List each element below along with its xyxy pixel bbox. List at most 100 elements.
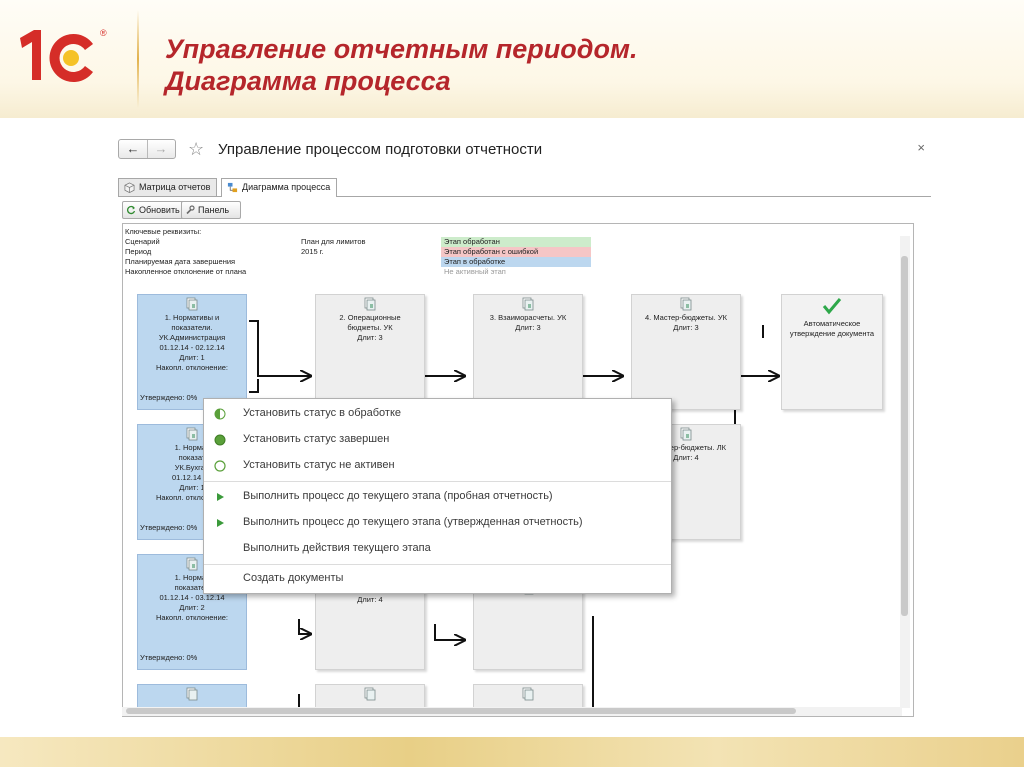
document-icon <box>522 687 534 701</box>
key-prop-value-scenario: План для лимитов <box>301 237 366 246</box>
stage-2-line-1: 2. Операционные <box>339 313 401 322</box>
key-prop-label-period: Период <box>125 247 152 256</box>
menu-set-status-inactive-label: Установить статус не активен <box>243 459 395 471</box>
stage-1-line-5: Длит: 1 <box>179 353 205 362</box>
slide-title-line2: Диаграмма процесса <box>165 66 451 96</box>
menu-create-documents-label: Создать документы <box>243 572 344 584</box>
key-prop-label-deviation: Накопленное отклонение от плана <box>125 267 247 276</box>
stage-4-line-2: Длит: 3 <box>673 323 699 332</box>
connector-1-2 <box>249 320 310 376</box>
stage-5-auto-approve[interactable]: Автоматическое утверждение документа <box>781 294 883 410</box>
stage-r2-line-6: Накопл. отклонение: <box>155 493 229 502</box>
stage-2-line-2: бюджеты. УК <box>347 323 393 332</box>
settings-panel-button[interactable]: Панель настроек <box>181 201 241 231</box>
menu-run-trial-label: Выполнить процесс до текущего этапа (про… <box>243 490 553 502</box>
wrench-icon <box>186 205 195 215</box>
document-icon <box>186 557 198 571</box>
document-icon <box>364 297 376 311</box>
stage-1-line-1: 1. Нормативы и <box>164 313 220 322</box>
stage-3-line-2: Длит: 3 <box>515 323 541 332</box>
stage-r3-line-3: 01.12.14 - 03.12.14 <box>159 593 225 602</box>
forward-button[interactable]: → <box>154 141 168 156</box>
menu-set-status-completed-label: Установить статус завершен <box>243 433 390 445</box>
connector-r3-mid <box>434 624 464 640</box>
stage-r3-mid-line-1: Длит: 4 <box>357 595 383 604</box>
tab-report-matrix-label: Матрица отчетов <box>139 182 211 192</box>
key-prop-label-planned-date: Планируемая дата завершения <box>125 257 236 266</box>
stage-4-line-1: 4. Мастер-бюджеты. УК <box>645 313 727 322</box>
menu-run-actions[interactable]: Выполнить действия текущего этапа <box>204 537 671 561</box>
menu-separator <box>204 564 671 565</box>
stage-r3-approved: Утверждено: 0% <box>140 653 198 662</box>
connector-r1-join <box>249 379 259 393</box>
stage-r2-line-1: 1. Нормат <box>174 443 210 452</box>
context-menu: Установить статус в обработке Установить… <box>203 398 672 594</box>
stage-3-line-1: 3. Взаиморасчеты. УК <box>489 313 567 322</box>
key-props-heading: Ключевые реквизиты: <box>125 227 202 236</box>
legend-in-progress: Этап в обработке <box>441 257 591 267</box>
stage-r2-approved: Утверждено: 0% <box>140 523 198 532</box>
document-icon <box>522 297 534 311</box>
stage-r2-line-2: показат <box>178 453 206 462</box>
half-circle-icon <box>214 408 226 420</box>
stage-3-settlements[interactable]: 3. Взаиморасчеты. УК Длит: 3 <box>473 294 583 410</box>
menu-set-status-in-progress[interactable]: Установить статус в обработке <box>204 402 671 426</box>
horizontal-scrollbar[interactable] <box>122 707 902 716</box>
slide-header: ® Управление отчетным периодом. Диаграмм… <box>0 0 1024 118</box>
stage-1-line-2: показатели. <box>171 323 213 332</box>
menu-run-trial[interactable]: Выполнить процесс до текущего этапа (про… <box>204 485 671 509</box>
slide-title: Управление отчетным периодом. Диаграмма … <box>165 33 637 97</box>
stage-r2-right-line-2: Длит: 4 <box>673 453 699 462</box>
stage-1-normatives-admin[interactable]: 1. Нормативы и показатели. УК.Администра… <box>137 294 247 410</box>
svg-text:®: ® <box>100 28 107 38</box>
diagram-icon <box>227 182 238 193</box>
stage-1-approved: Утверждено: 0% <box>140 393 198 402</box>
stage-r2-line-3: УК.Бухгал <box>174 463 210 472</box>
menu-run-approved-label: Выполнить процесс до текущего этапа (утв… <box>243 516 583 528</box>
horizontal-scroll-thumb[interactable] <box>126 708 796 714</box>
document-icon <box>186 427 198 441</box>
tabs-row: Матрица отчетов Диаграмма процесса <box>118 178 931 197</box>
header-divider <box>137 10 139 108</box>
window-title-bar: ← → ☆ Управление процессом подготовки от… <box>108 128 943 168</box>
stage-1-normatives-r3[interactable]: 1. Нормат показател 01.12.14 - 03.12.14 … <box>137 554 247 670</box>
stage-r2-right-line-1: ер-бюджеты. ЛК <box>669 443 726 452</box>
stage-r2-line-4: 01.12.14 - 0 <box>171 473 213 482</box>
menu-run-approved[interactable]: Выполнить процесс до текущего этапа (утв… <box>204 511 671 535</box>
legend-processed-error: Этап обработан с ошибкой <box>441 247 591 257</box>
empty-circle-icon <box>214 460 226 472</box>
back-button[interactable]: ← <box>119 140 148 158</box>
menu-create-documents[interactable]: Создать документы <box>204 567 671 591</box>
stage-r3-line-2: показател <box>174 583 210 592</box>
stage-r3-line-1: 1. Нормат <box>174 573 210 582</box>
menu-set-status-completed[interactable]: Установить статус завершен <box>204 428 671 452</box>
refresh-icon <box>127 205 136 215</box>
check-icon <box>822 298 842 315</box>
stage-1-line-3: УК.Администрация <box>158 333 226 342</box>
menu-set-status-in-progress-label: Установить статус в обработке <box>243 407 401 419</box>
refresh-button-label: Обновить <box>139 205 180 215</box>
key-prop-label-scenario: Сценарий <box>125 237 160 246</box>
key-prop-value-period: 2015 г. <box>301 247 324 256</box>
tab-process-diagram[interactable]: Диаграмма процесса <box>221 178 338 197</box>
stage-2-operational-budgets[interactable]: 2. Операционные бюджеты. УК Длит: 3 <box>315 294 425 410</box>
document-icon <box>364 687 376 701</box>
menu-set-status-inactive[interactable]: Установить статус не активен <box>204 454 671 478</box>
stage-1-line-4: 01.12.14 - 02.12.14 <box>159 343 225 352</box>
stage-2-line-3: Длит: 3 <box>357 333 383 342</box>
filled-circle-icon <box>214 434 226 446</box>
stage-1-line-6: Накопл. отклонение: <box>155 363 229 372</box>
stage-5-line-1: Автоматическое <box>803 319 861 328</box>
favorite-star-icon[interactable]: ☆ <box>188 139 205 159</box>
stage-r3-line-5: Накопл. отклонение: <box>155 613 229 622</box>
stage-4-master-budgets[interactable]: 4. Мастер-бюджеты. УК Длит: 3 <box>631 294 741 410</box>
refresh-button[interactable]: Обновить <box>122 201 185 219</box>
logo-1c-icon: ® <box>20 28 107 82</box>
nav-buttons: ← → <box>118 139 176 159</box>
slide-footer <box>0 737 1024 767</box>
close-button[interactable]: × <box>917 140 925 155</box>
document-icon <box>680 297 692 311</box>
tab-report-matrix[interactable]: Матрица отчетов <box>118 178 218 196</box>
vertical-scroll-thumb[interactable] <box>901 256 908 616</box>
vertical-scrollbar[interactable] <box>900 236 910 708</box>
